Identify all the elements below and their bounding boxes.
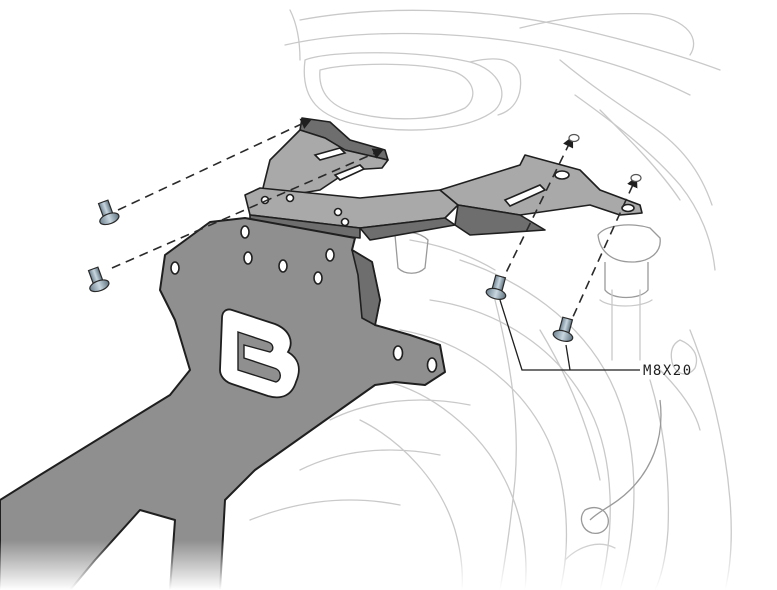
bolt-icon (485, 274, 507, 300)
leader-line (499, 299, 640, 371)
bolt-callout: M8X20 (499, 299, 693, 379)
arrow-icon (566, 175, 638, 331)
arrow-icon (499, 135, 574, 286)
bolt-icon (87, 266, 110, 293)
arrow-icon (117, 118, 313, 211)
arrow-icon (111, 148, 385, 269)
license-plate-bracket (0, 117, 643, 590)
bottom-fade (0, 540, 777, 590)
assembly-lines (111, 118, 638, 331)
leader-line (565, 344, 571, 371)
bolt-size-label: M8X20 (643, 363, 693, 379)
bolt-icon (552, 316, 574, 342)
bolt-icon (97, 199, 120, 226)
logo-b-icon (219, 308, 300, 399)
